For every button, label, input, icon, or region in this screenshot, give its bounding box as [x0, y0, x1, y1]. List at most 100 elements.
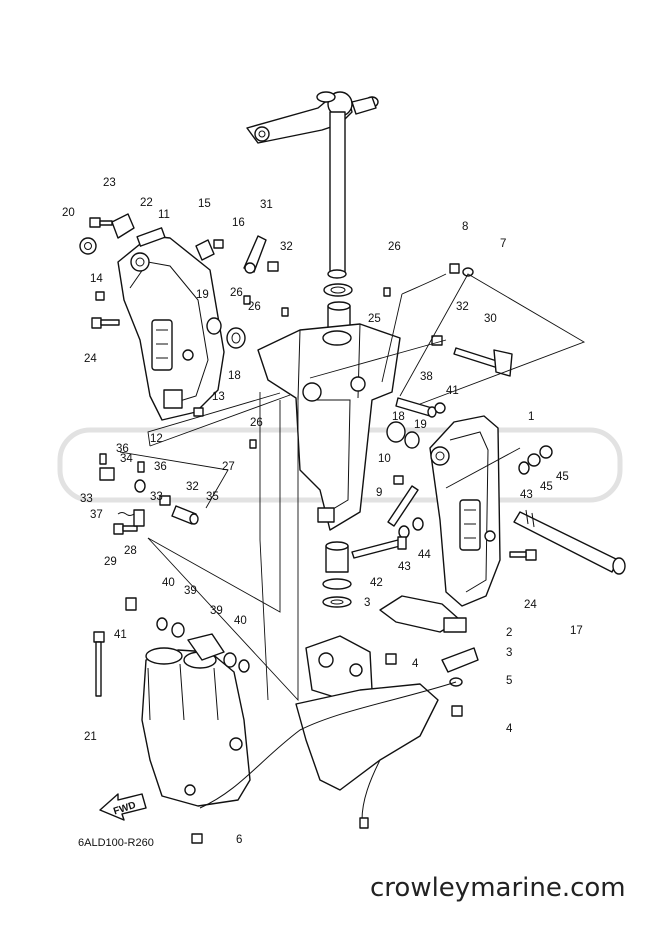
callout-26: 26 [248, 301, 261, 313]
nut-20 [79, 237, 97, 255]
callout-33: 33 [80, 493, 93, 505]
bolt-24-left [91, 317, 120, 329]
lower-bushings [322, 541, 352, 608]
callout-25: 25 [368, 313, 381, 325]
damper-2 [443, 617, 467, 633]
bolt-14 [95, 291, 105, 301]
washer-43 [398, 461, 530, 539]
callout-5: 5 [506, 675, 512, 687]
callout-3: 3 [364, 597, 370, 609]
callout-11: 11 [158, 209, 170, 221]
steering-shaft [327, 111, 347, 279]
steering-arm [246, 91, 379, 144]
callout-8: 8 [462, 221, 468, 233]
callout-41: 41 [114, 629, 127, 641]
callout-36: 36 [154, 461, 167, 473]
bracket-3-lower [441, 647, 479, 673]
callout-12: 12 [150, 433, 163, 445]
callout-40: 40 [162, 577, 175, 589]
callout-2: 2 [506, 627, 512, 639]
callout-34: 34 [120, 453, 133, 465]
callout-26: 26 [250, 417, 263, 429]
bolt-32-right [431, 335, 443, 346]
callout-31: 31 [260, 199, 273, 211]
bushing-33-upper [99, 453, 115, 481]
pin-30 [453, 347, 513, 377]
pipe-joint-39 [171, 622, 237, 668]
callout-45: 45 [556, 471, 569, 483]
clip-7 [462, 267, 474, 277]
callout-29: 29 [104, 556, 117, 568]
callout-33: 33 [150, 491, 163, 503]
callout-43: 43 [520, 489, 533, 501]
washer-41-top [434, 402, 446, 414]
callout-32: 32 [186, 481, 199, 493]
callout-39: 39 [210, 605, 223, 617]
collar-35 [171, 505, 199, 525]
clamp-bracket-right [429, 415, 501, 607]
callout-35: 35 [206, 491, 219, 503]
callout-21: 21 [84, 731, 97, 743]
callout-24: 24 [524, 599, 537, 611]
bolt-24-right [509, 549, 537, 561]
callout-27: 27 [222, 461, 235, 473]
washer-19-right [404, 431, 420, 449]
callout-45: 45 [540, 481, 553, 493]
ground-lead [199, 681, 457, 829]
lower-mount-bracket [295, 635, 439, 791]
callout-18: 18 [228, 370, 241, 382]
callout-36: 36 [116, 443, 129, 455]
callout-39: 39 [184, 585, 197, 597]
callout-4: 4 [412, 658, 419, 670]
plate-28 [133, 509, 145, 527]
bolt-32-top [267, 261, 279, 272]
lever-31 [243, 235, 267, 274]
nut-45 [527, 445, 553, 467]
callout-42: 42 [370, 577, 383, 589]
clamp-bracket-left [117, 227, 225, 421]
bolt-32-left [159, 495, 171, 506]
callout-44: 44 [418, 549, 431, 561]
callout-10: 10 [378, 453, 391, 465]
callout-1: 1 [528, 411, 534, 423]
tilt-tube-17 [513, 509, 626, 575]
callout-20: 20 [62, 207, 75, 219]
bolt-4-upper [385, 653, 397, 665]
bolt-4-lower [451, 705, 463, 717]
bolt-42 [351, 536, 407, 559]
callout-40: 40 [234, 615, 247, 627]
diagram-code: 6ALD100-R260 [78, 837, 154, 849]
grease-nipple-26 [243, 287, 391, 449]
callout-41: 41 [446, 385, 459, 397]
clip-15 [195, 239, 215, 261]
plate-9 [387, 485, 419, 527]
callout-16: 16 [232, 217, 245, 229]
clip-34 [134, 461, 146, 493]
callout-4: 4 [506, 723, 513, 735]
callout-43: 43 [398, 561, 411, 573]
bolt-29 [113, 523, 138, 535]
washer-44 [412, 517, 424, 531]
callout-26: 26 [388, 241, 401, 253]
callout-19: 19 [196, 289, 209, 301]
clip-41-lower [125, 597, 137, 611]
callout-7: 7 [500, 238, 506, 250]
swivel-bracket [257, 323, 401, 531]
callout-17: 17 [570, 625, 583, 637]
callout-numbers: 23 22 20 11 15 16 31 14 32 26 8 7 19 26 … [62, 177, 583, 846]
bolt-10 [393, 475, 404, 485]
callout-18: 18 [392, 411, 405, 423]
callout-37: 37 [90, 509, 103, 521]
washer-19-left [206, 317, 222, 335]
callout-23: 23 [103, 177, 116, 189]
spring-37 [117, 512, 135, 516]
callout-19: 19 [414, 419, 427, 431]
callout-26: 26 [230, 287, 243, 299]
callout-24: 24 [84, 353, 97, 365]
grease-fitting-8 [449, 263, 460, 274]
callout-3: 3 [506, 647, 512, 659]
callout-14: 14 [90, 273, 103, 285]
clip-22 [111, 213, 135, 239]
leader-lines [119, 273, 586, 702]
